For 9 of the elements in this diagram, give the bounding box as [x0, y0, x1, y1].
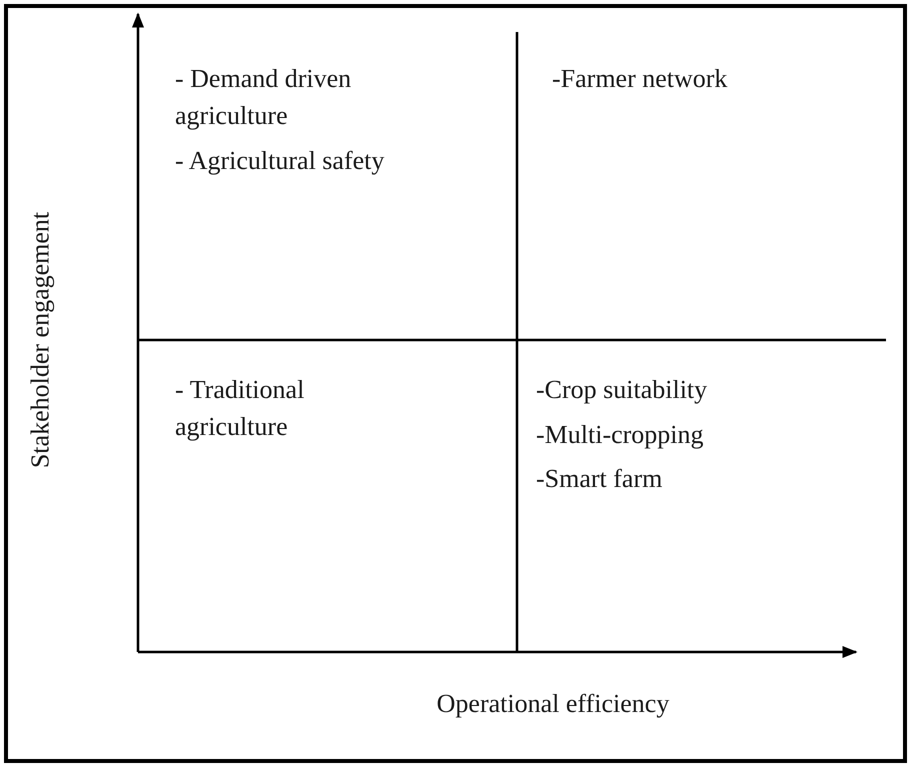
quadrant-item: -Multi-cropping: [536, 419, 705, 451]
quadrant-item: - Agricultural safety: [175, 145, 386, 177]
axis-label: Operational efficiency: [436, 688, 670, 720]
quadrant-item: -Farmer network: [552, 63, 728, 95]
quadrant-item: -Crop suitability: [536, 374, 708, 406]
quadrant-item: -Smart farm: [536, 463, 664, 495]
quadrant-item: - Traditional agriculture: [175, 374, 306, 443]
quadrant-item: - Demand driven agriculture: [175, 63, 352, 132]
axis-label: Stakeholder engagement: [24, 212, 56, 468]
